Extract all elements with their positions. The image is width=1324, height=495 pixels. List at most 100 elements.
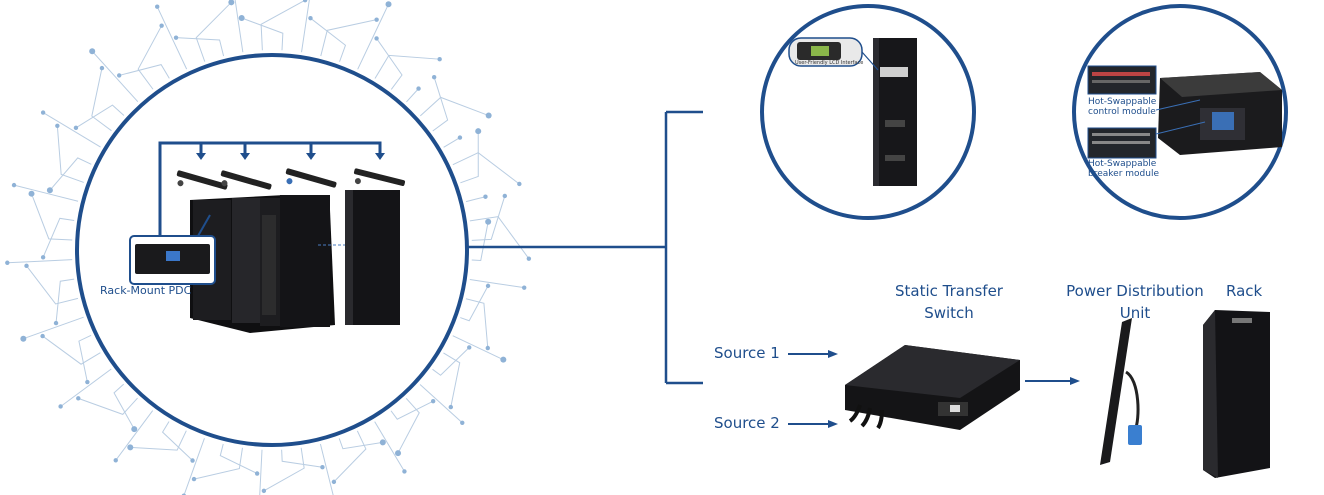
sts-label-line1: Static Transfer (895, 282, 1003, 300)
circuit-trace (460, 285, 489, 322)
circuit-trace (443, 352, 461, 408)
circuit-trace (13, 184, 79, 202)
circuit-trace (42, 112, 101, 148)
circuit-trace (374, 421, 405, 472)
source-arrows (788, 350, 1080, 428)
circuit-trace (156, 6, 188, 70)
breaker-module-line1: Hot-Swappable (1088, 159, 1157, 169)
circuit-trace (234, 0, 244, 53)
circuit-traces (5, 0, 532, 495)
circuit-trace (26, 265, 79, 305)
circuit-node (395, 450, 402, 457)
circuit-trace (465, 196, 486, 203)
circuit-trace (176, 37, 225, 57)
circuit-node (99, 65, 105, 71)
circuit-trace (31, 193, 73, 241)
circuit-node (379, 439, 386, 446)
rack-cabinet (1203, 310, 1270, 478)
source-1-label: Source 1 (714, 344, 780, 362)
circuit-node (431, 74, 437, 80)
circuit-trace (432, 347, 470, 376)
circuit-trace (390, 400, 434, 420)
circuit-node (40, 255, 46, 260)
connector-bracket (466, 110, 703, 385)
circuit-trace (23, 316, 84, 340)
circuit-trace (259, 449, 263, 495)
circuit-node (73, 125, 79, 131)
circuit-trace (406, 88, 419, 103)
circuit-node (402, 469, 407, 474)
circuit-node (331, 479, 337, 485)
lcd-interface-label: User-Friendly LCD Interface (795, 60, 864, 66)
circuit-node (485, 218, 492, 225)
rack-mount-pdc-label: Rack-Mount PDC (100, 284, 192, 297)
rack-mount-pdc-callout (129, 214, 216, 285)
breaker-module-photo (1087, 127, 1157, 159)
circuit-node (320, 465, 325, 470)
circuit-trace (91, 68, 112, 132)
circuit-node (374, 17, 379, 22)
circuit-trace (460, 131, 479, 184)
circuit-trace (310, 17, 347, 62)
circuit-trace (161, 421, 193, 461)
circuit-node (159, 23, 164, 28)
pdu-label-line2: Unit (1119, 303, 1151, 322)
circuit-trace (137, 25, 163, 90)
circuit-trace (443, 137, 461, 148)
circuit-node (20, 335, 27, 342)
circuit-node (385, 1, 392, 8)
control-module-line1: Hot-Swappable (1088, 97, 1157, 107)
circuit-node (46, 187, 53, 194)
circuit-node (28, 190, 35, 197)
circuit-node (53, 320, 59, 326)
circuit-node (302, 0, 308, 3)
circuit-trace (91, 50, 139, 103)
circuit-node (416, 86, 421, 91)
circuit-node (460, 420, 465, 425)
power-distribution-unit (1100, 318, 1142, 465)
circuit-trace (113, 383, 135, 430)
circuit-trace (281, 449, 323, 468)
circuit-node (116, 73, 122, 78)
circuit-node (76, 396, 81, 401)
circuit-node (517, 181, 522, 187)
circuit-node (228, 0, 235, 6)
circuit-node (89, 48, 96, 55)
circuit-node (24, 263, 29, 269)
circuit-node (127, 444, 134, 451)
circuit-trace (301, 0, 310, 53)
circuit-trace (357, 4, 389, 70)
source-2-label: Source 2 (714, 414, 780, 432)
circuit-trace (432, 77, 449, 132)
circuit-node (475, 128, 482, 135)
circuit-trace (193, 447, 243, 480)
circuit-trace (419, 384, 463, 424)
circuit-node (5, 260, 10, 265)
breaker-module-label: Hot-Swappable breaker module (1088, 159, 1159, 180)
circuit-trace (78, 397, 138, 415)
power-distribution-unit-label: Power Distribution Unit (1055, 281, 1215, 325)
circuit-node (40, 333, 45, 339)
circuit-node (437, 56, 442, 62)
circuit-node (113, 458, 118, 463)
circuit-trace (75, 104, 125, 129)
circuit-trace (452, 335, 504, 361)
rack-label: Rack (1226, 282, 1263, 300)
circuit-trace (471, 195, 506, 241)
circuit-trace (55, 278, 75, 324)
circuit-trace (471, 221, 489, 261)
control-module-photo (1087, 65, 1157, 95)
floor-standing-pdc (873, 38, 917, 186)
circuit-node (485, 345, 490, 351)
circuit-node (457, 135, 463, 140)
lcd-interface-circle (760, 4, 976, 220)
circuit-node (190, 458, 195, 463)
lcd-callout-bubble (788, 37, 879, 71)
bus-arrows (196, 153, 385, 160)
circuit-trace (219, 443, 258, 474)
circuit-node (308, 15, 313, 21)
control-module-label: Hot-Swappable control module (1088, 97, 1157, 118)
circuit-node (500, 356, 507, 363)
circuit-trace (376, 38, 403, 90)
circuit-trace (260, 0, 306, 51)
